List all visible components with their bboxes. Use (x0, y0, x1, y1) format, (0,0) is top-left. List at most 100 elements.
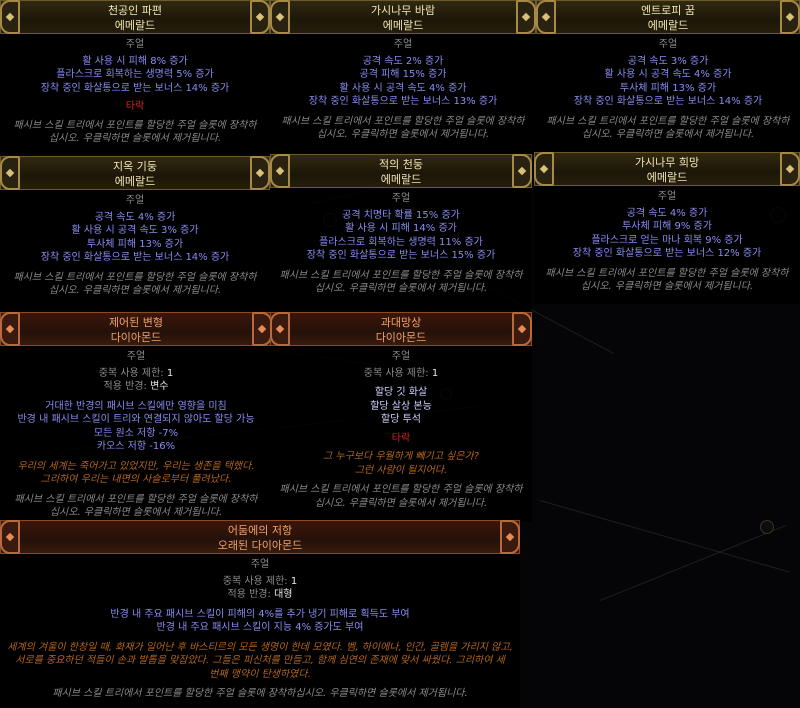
flavor-text: 우리의 세계는 죽어가고 있었지만, 우리는 생존을 택했다. (17, 460, 255, 472)
radius-property: 적용 반경: 변수 (103, 381, 169, 392)
tooltip-header: 과대망상 다이아몬드 (270, 312, 532, 346)
header-ornament-right (250, 0, 270, 34)
usage-hint: 패시브 스킬 트리에서 포인트를 할당한 주얼 슬롯에 장착하 (546, 115, 790, 127)
header-ornament-right (780, 152, 800, 186)
header-ornament-left (0, 0, 20, 34)
explicit-mod: 활 사용 시 공격 속도 3% 증가 (71, 225, 199, 236)
item-name: 적의 천둥 (379, 158, 423, 171)
tooltip-header: 천공인 파편 에메랄드 (0, 0, 270, 34)
header-ornament-left (536, 0, 556, 34)
item-name: 지옥 기둥 (113, 160, 157, 173)
item-class: 주얼 (658, 39, 678, 50)
usage-hint: 패시브 스킬 트리에서 포인트를 할당한 주얼 슬롯에 장착하 (13, 119, 257, 131)
usage-hint: 패시브 스킬 트리에서 포인트를 할당한 주얼 슬롯에 장착하 (279, 484, 523, 495)
item-class: 주얼 (125, 195, 145, 206)
usage-hint: 패시브 스킬 트리에서 포인트를 할당한 주얼 슬롯에 장착하 (13, 271, 257, 283)
usage-hint: 패시브 스킬 트리에서 포인트를 할당한 주얼 슬롯에 장착하 (14, 493, 258, 505)
item-base: 에메랄드 (646, 171, 688, 184)
explicit-mod: 플라스크로 얻는 마나 회복 9% 증가 (591, 234, 743, 246)
explicit-mod: 모든 원소 저항 -7% (93, 427, 179, 439)
header-ornament-left (0, 156, 20, 190)
item-base: 에메랄드 (114, 19, 156, 32)
limit-property: 중복 사용 제한: 1 (222, 575, 298, 587)
explicit-mod: 공격 치명타 확률 15% 증가 (342, 209, 460, 221)
item-name: 가시나무 바람 (370, 4, 436, 17)
header-ornament-right (500, 520, 520, 554)
explicit-mod: 장착 중인 화살통으로 받는 보너스 13% 증가 (308, 96, 498, 107)
usage-hint: 십시오. 우클릭하면 슬롯에서 제거됩니다. (314, 497, 488, 509)
item-class: 주얼 (126, 351, 146, 362)
flavor-text: 번째 맹약이 탄생하였다. (209, 668, 311, 680)
header-ornament-left (270, 0, 290, 34)
explicit-mod: 반경 내 패시브 스킬이 트리와 연결되지 않아도 할당 가능 (17, 414, 255, 425)
header-ornament-right (780, 0, 800, 34)
item-class: 주얼 (657, 191, 677, 202)
item-name: 엔트로피 꿈 (640, 4, 696, 17)
item-class: 주얼 (391, 351, 411, 362)
corrupted-label: 타락 (125, 101, 145, 112)
usage-hint: 패시브 스킬 트리에서 포인트를 할당한 주얼 슬롯에 장착하 (279, 269, 523, 281)
header-ornament-left (0, 312, 20, 346)
header-ornament-right (250, 156, 270, 190)
limit-property: 중복 사용 제한: 1 (98, 367, 174, 379)
usage-hint: 패시브 스킬 트리에서 포인트를 할당한 주얼 슬롯에 장착하 (281, 115, 525, 127)
item-class: 주얼 (125, 39, 145, 50)
explicit-mod: 활 사용 시 피해 14% 증가 (345, 223, 457, 234)
explicit-mod: 공격 속도 4% 증가 (626, 207, 708, 219)
header-ornament-left (534, 152, 554, 186)
item-name: 어둠에의 저항 (227, 524, 293, 537)
explicit-mod: 활 사용 시 공격 속도 4% 증가 (339, 82, 467, 94)
flavor-text: 그 누구보다 우월하게 빼기고 싶은가? (322, 451, 480, 462)
item-class: 주얼 (391, 193, 411, 204)
usage-hint: 십시오. 우클릭하면 슬롯에서 제거됩니다. (314, 283, 488, 294)
explicit-mod: 투사체 피해 13% 증가 (619, 82, 717, 94)
jewel-tooltip: 천공인 파편 에메랄드 주얼 활 사용 시 피해 8% 증가 플라스크로 회복하… (0, 0, 270, 154)
explicit-mod: 할당 살상 본능 (370, 400, 432, 412)
item-base: 에메랄드 (382, 19, 424, 32)
header-ornament-right (512, 312, 532, 346)
item-name: 천공인 파편 (107, 4, 163, 17)
explicit-mod: 투사체 피해 9% 증가 (622, 221, 712, 232)
usage-hint: 십시오. 우클릭하면 슬롯에서 제거됩니다. (49, 507, 223, 518)
header-ornament-left (270, 154, 290, 188)
jewel-tooltip: 제어된 변형 다이아몬드 주얼 중복 사용 제한: 1 적용 반경: 변수 거대… (0, 312, 272, 522)
item-base: 에메랄드 (647, 19, 689, 32)
header-ornament-right (516, 0, 536, 34)
tooltip-header: 어둠에의 저항 오래된 다이아몬드 (0, 520, 520, 554)
explicit-mod: 공격 속도 4% 증가 (94, 211, 176, 223)
item-base: 다이아몬드 (110, 331, 162, 344)
header-ornament-right (252, 312, 272, 346)
explicit-mod: 장착 중인 화살통으로 받는 보너스 12% 증가 (572, 248, 762, 259)
tooltip-header: 가시나무 희망 에메랄드 (534, 152, 800, 186)
limit-property: 중복 사용 제한: 1 (363, 367, 439, 379)
tooltip-header: 제어된 변형 다이아몬드 (0, 312, 272, 346)
explicit-mod: 공격 속도 2% 증가 (362, 55, 444, 67)
explicit-mod: 장착 중인 화살통으로 받는 보너스 14% 증가 (40, 252, 230, 263)
item-base: 에메랄드 (114, 175, 156, 188)
usage-hint: 패시브 스킬 트리에서 포인트를 할당한 주얼 슬롯에 장착하 (545, 267, 789, 279)
explicit-mod: 반경 내 주요 패시브 스킬이 지능 4% 증가도 부여 (156, 622, 364, 633)
jewel-tooltip: 적의 천둥 에메랄드 주얼 공격 치명타 확률 15% 증가 활 사용 시 피해… (270, 154, 532, 310)
jewel-tooltip: 가시나무 바람 에메랄드 주얼 공격 속도 2% 증가 공격 피해 15% 증가… (270, 0, 536, 154)
flavor-text: 그리하여 우리는 내면의 사슬로부터 풀려났다. (40, 474, 232, 485)
item-name: 과대망상 (380, 316, 422, 329)
item-base: 다이아몬드 (375, 331, 427, 344)
header-ornament-left (270, 312, 290, 346)
header-ornament-right (512, 154, 532, 188)
item-class: 주얼 (250, 559, 270, 570)
jewel-tooltip: 지옥 기둥 에메랄드 주얼 공격 속도 4% 증가 활 사용 시 공격 속도 3… (0, 156, 270, 310)
explicit-mod: 활 사용 시 피해 8% 증가 (82, 55, 188, 67)
jewel-tooltip: 어둠에의 저항 오래된 다이아몬드 주얼 중복 사용 제한: 1 적용 반경: … (0, 520, 520, 708)
jewel-tooltip: 엔트로피 꿈 에메랄드 주얼 공격 속도 3% 증가 활 사용 시 공격 속도 … (536, 0, 800, 154)
tooltip-header: 지옥 기둥 에메랄드 (0, 156, 270, 190)
explicit-mod: 플라스크로 회복하는 생명력 5% 증가 (56, 69, 214, 80)
header-ornament-left (0, 520, 20, 554)
item-base: 에메랄드 (380, 173, 422, 186)
radius-property: 적용 반경: 대형 (227, 589, 293, 600)
passive-node[interactable] (760, 520, 774, 534)
flavor-text: 서로를 중요하던 적들이 손과 발톱을 맞잡았다. 그들은 피신처를 만들고, … (15, 655, 505, 666)
jewel-tooltip: 과대망상 다이아몬드 주얼 중복 사용 제한: 1 할당 깃 화살 할당 살상 … (270, 312, 532, 522)
explicit-mod: 장착 중인 화살통으로 받는 보너스 14% 증가 (573, 96, 763, 107)
explicit-mod: 장착 중인 화살통으로 받는 보너스 15% 증가 (306, 250, 496, 261)
item-name: 가시나무 희망 (634, 156, 700, 169)
